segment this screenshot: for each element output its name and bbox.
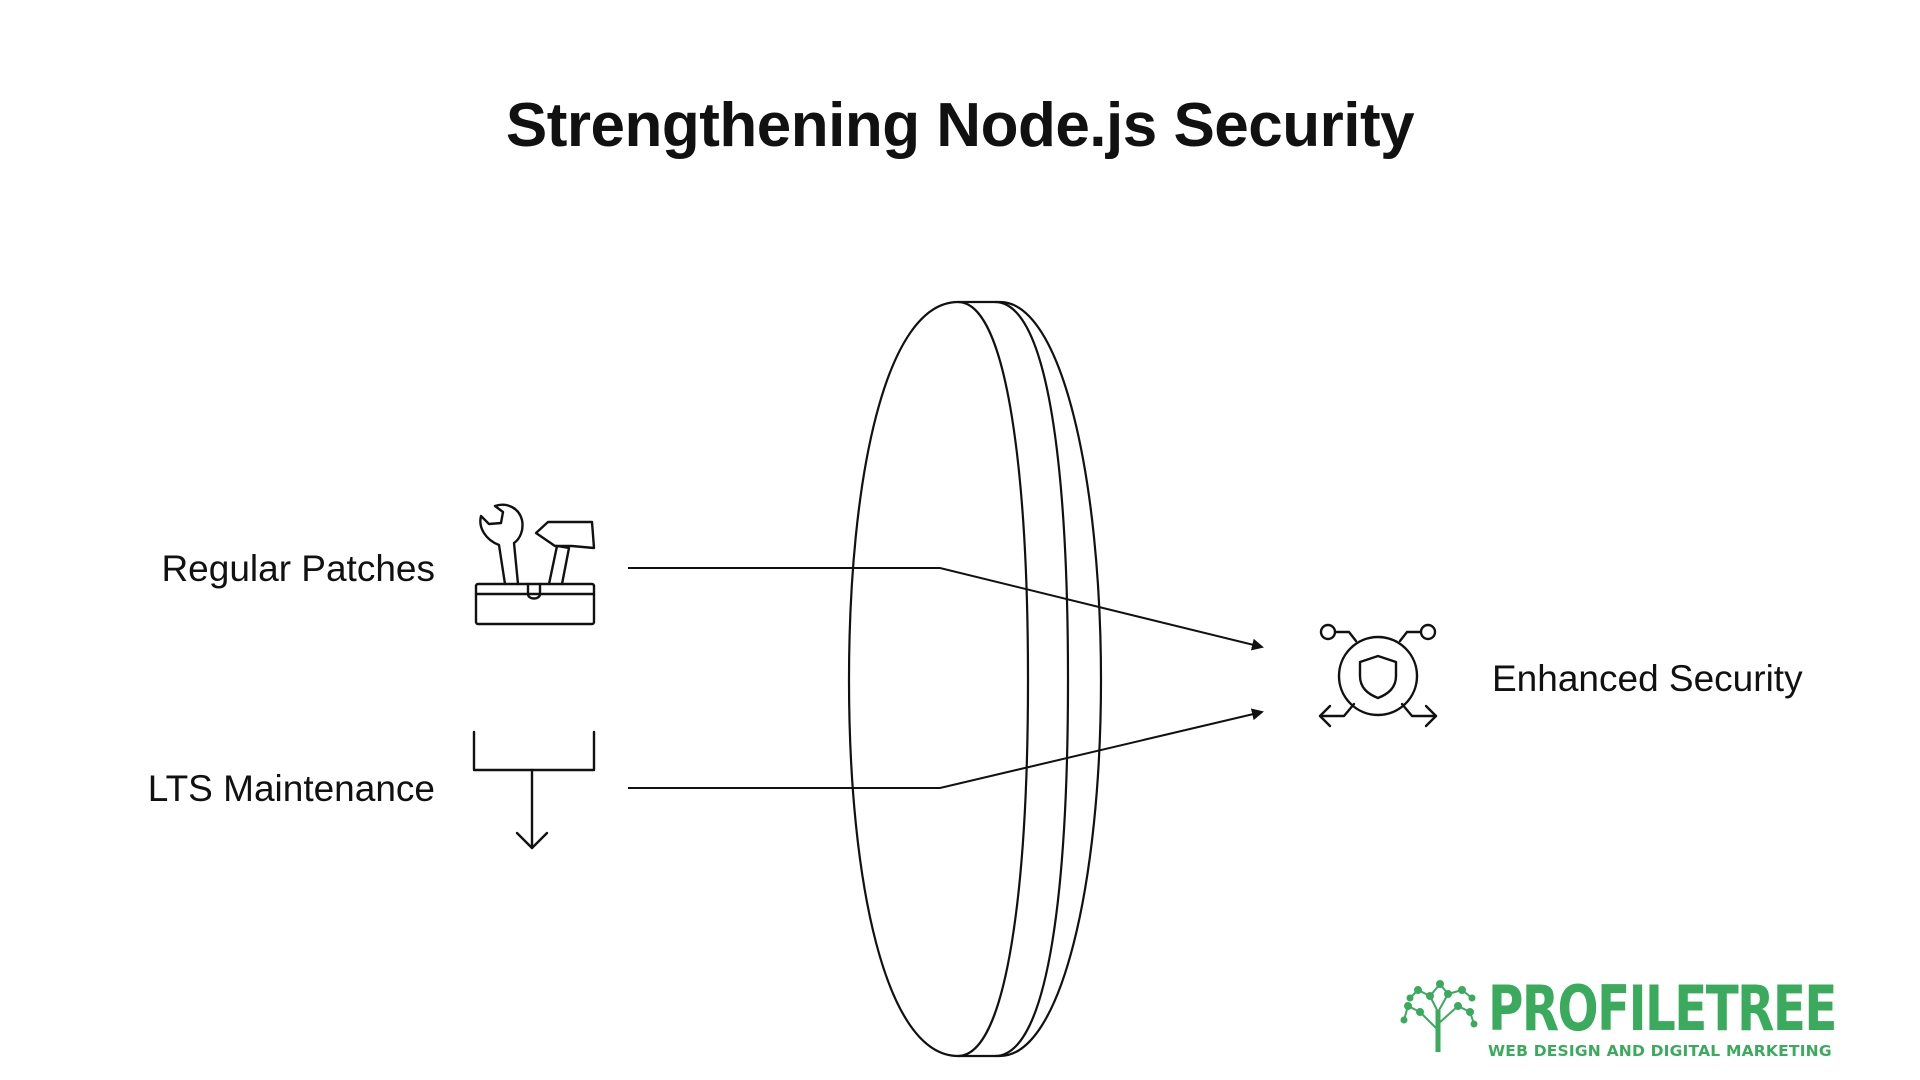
connector-lts-to-security bbox=[628, 708, 1264, 789]
page-title: Strengthening Node.js Security bbox=[505, 91, 1415, 160]
input-label-regular-patches: Regular Patches bbox=[161, 548, 435, 589]
tools-icon bbox=[474, 503, 596, 626]
profiletree-logo-icon bbox=[1400, 980, 1478, 1052]
lens-disc-icon bbox=[847, 300, 1103, 1058]
input-label-lts-maintenance: LTS Maintenance bbox=[147, 768, 435, 809]
connector-lines bbox=[628, 567, 1264, 789]
connector-patches-to-security bbox=[628, 567, 1264, 651]
logo-wordmark: PROFILETREE bbox=[1488, 972, 1837, 1045]
shield-network-icon bbox=[1318, 623, 1438, 728]
output-label-enhanced-security: Enhanced Security bbox=[1492, 658, 1803, 699]
maintenance-arrow-icon bbox=[472, 730, 596, 850]
logo-tagline: WEB DESIGN AND DIGITAL MARKETING bbox=[1488, 1042, 1832, 1060]
